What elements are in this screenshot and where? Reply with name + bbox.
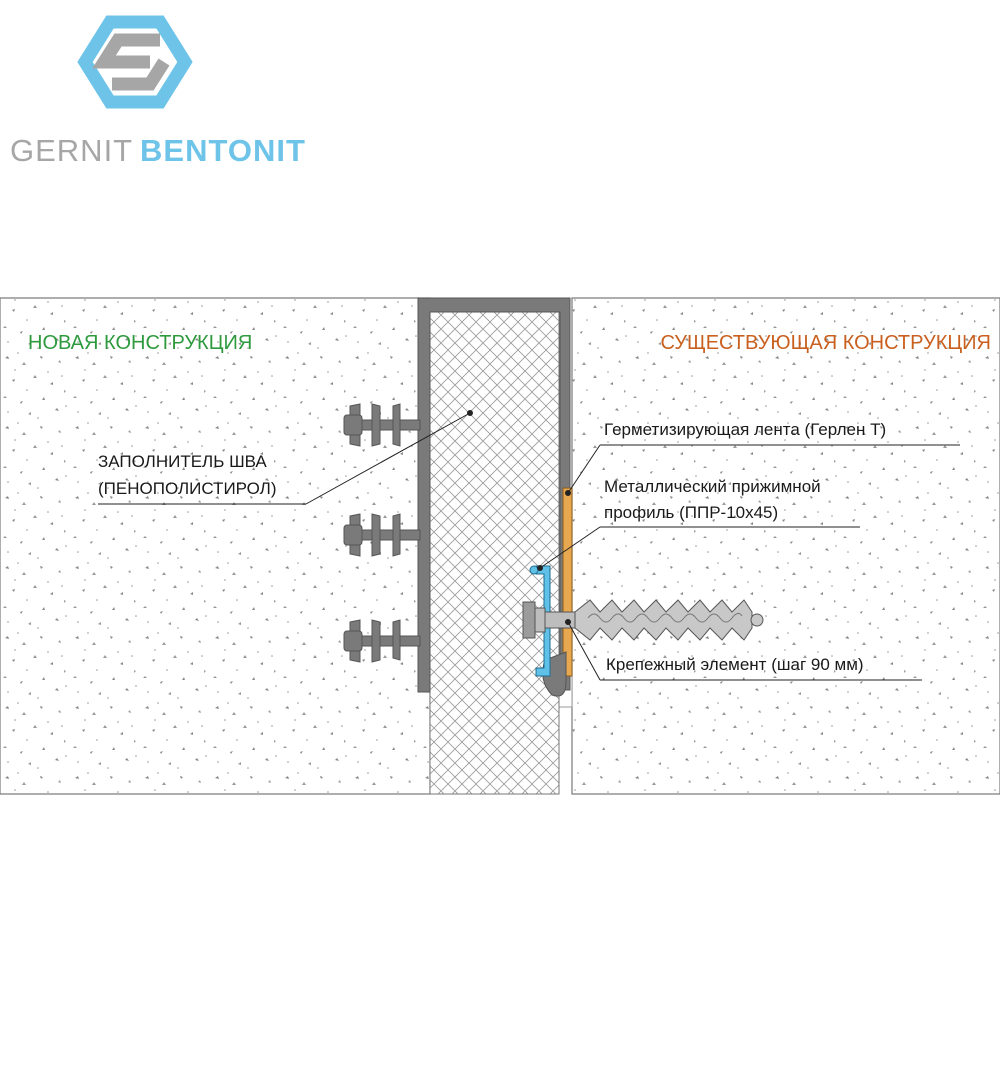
fastener-label: Крепежный элемент (шаг 90 мм): [606, 655, 864, 674]
profile-label-line1: Металлический прижимной: [604, 477, 821, 496]
leader-lines: [98, 410, 960, 681]
brand-name-gernit: GERNIT: [10, 133, 134, 168]
filler-label-line1: ЗАПОЛНИТЕЛЬ ШВА: [98, 452, 267, 471]
profile-edge: [529, 565, 539, 575]
sealing-tape-label: Герметизирующая лента (Герлен Т): [604, 420, 886, 439]
new-structure-title: НОВАЯ КОНСТРУКЦИЯ: [28, 332, 252, 354]
metal-clamping-profile: [535, 565, 551, 677]
existing-structure-title: СУЩЕСТВУЮЩАЯ КОНСТРУКЦИЯ: [660, 332, 991, 354]
new-concrete-slab: [0, 297, 431, 795]
profile-label-line2: профиль (ППР-10х45): [604, 503, 778, 522]
fastener-anchor: [522, 599, 764, 641]
brand-name-bentonit: BENTONIT: [140, 133, 306, 168]
sealing-tape: [562, 487, 573, 677]
filler-label-line2: (ПЕНОПОЛИСТИРОЛ): [98, 479, 276, 498]
waterstop-profile: [343, 297, 571, 693]
company-logo: GERNIT BENTONIT: [0, 0, 305, 180]
existing-concrete-slab: [571, 297, 1000, 795]
joint-filler-polystyrene: [429, 311, 560, 795]
logo-hexagon-icon: [77, 15, 193, 109]
